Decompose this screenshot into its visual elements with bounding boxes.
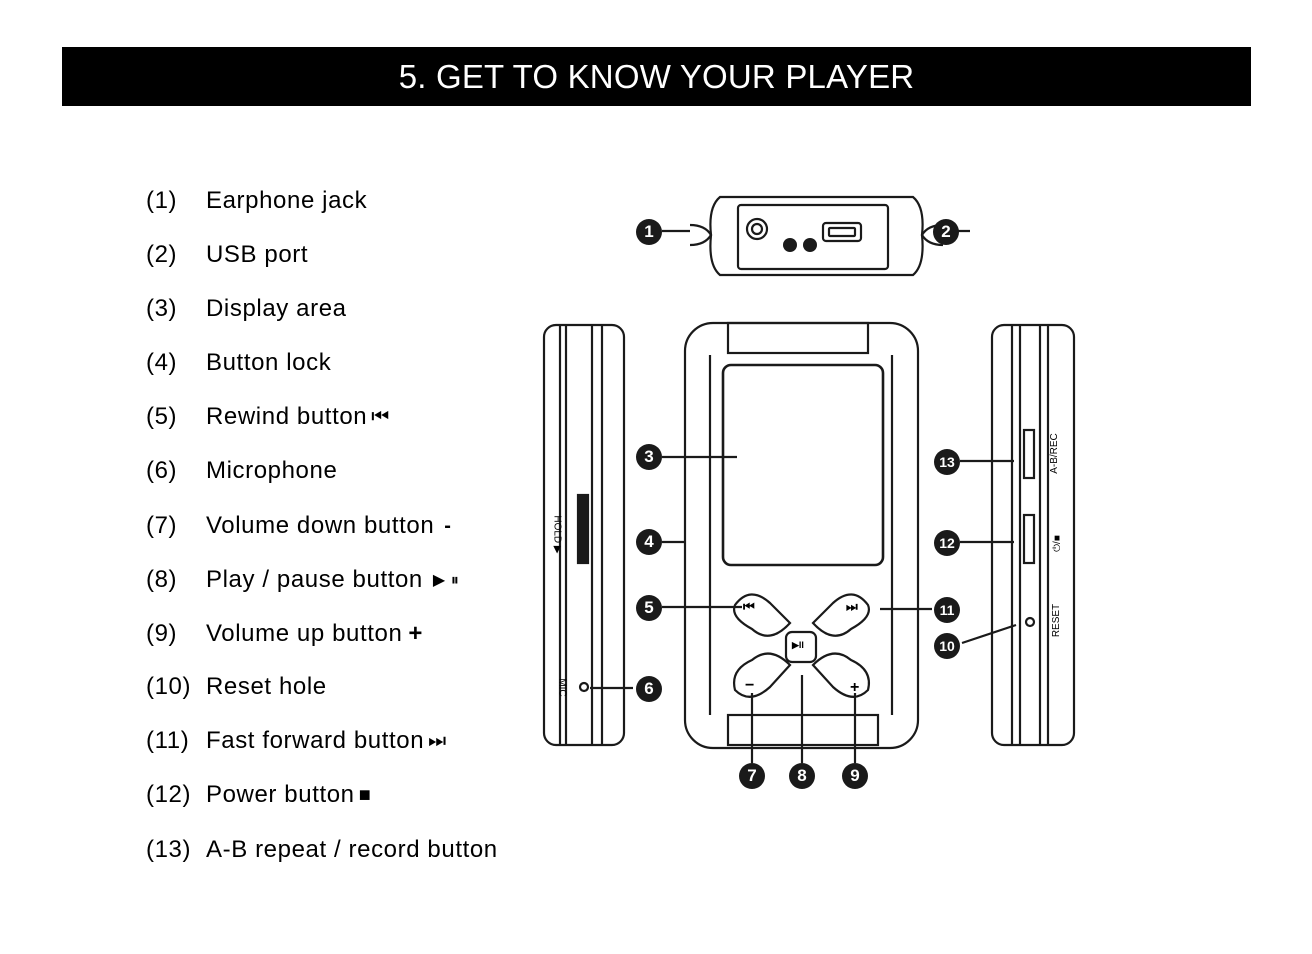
list-item: (7) Volume down button -: [146, 508, 452, 544]
list-item: (13) A-B repeat / record button: [146, 832, 498, 868]
mic-label: MIC: [556, 678, 568, 697]
part-label: USB port: [206, 241, 309, 268]
play-pause-icon: ▶ ⏸: [432, 572, 460, 589]
list-item: (12) Power button ■: [146, 777, 371, 813]
forward-key-icon: ⏭: [846, 599, 858, 614]
list-item: (1) Earphone jack: [146, 183, 367, 219]
plus-icon: +: [408, 620, 424, 647]
part-number: (2): [146, 241, 178, 268]
list-item: (11) Fast forward button ⏭: [146, 723, 447, 759]
player-diagram: ⏮ ⏭ ▶II − + HOLD ▶ MIC A-B/REC ⏻/■ RESET…: [530, 185, 1090, 795]
minus-key-icon: −: [745, 677, 755, 694]
rewind-key-icon: ⏮: [743, 599, 755, 614]
page-title: 5. GET TO KNOW YOUR PLAYER: [398, 57, 915, 95]
callout-8: 8: [789, 763, 815, 789]
part-label: Power button: [206, 781, 355, 808]
part-number: (5): [146, 403, 178, 430]
part-label: Fast forward button: [206, 727, 425, 754]
list-item: (3) Display area: [146, 291, 347, 327]
callout-5: 5: [636, 595, 662, 621]
list-item: (6) Microphone: [146, 453, 337, 489]
list-item: (10) Reset hole: [146, 669, 327, 705]
part-label: Volume up button: [206, 620, 403, 647]
callout-4: 4: [636, 529, 662, 555]
part-number: (7): [146, 512, 178, 539]
part-label: Reset hole: [206, 673, 327, 700]
player-drawing: [542, 195, 1076, 763]
part-label: Display area: [206, 295, 347, 322]
list-item: (9) Volume up button +: [146, 616, 423, 652]
part-number: (1): [146, 187, 178, 214]
part-label: Play / pause button: [206, 566, 423, 593]
part-label: Rewind button: [206, 403, 368, 430]
list-item: (5) Rewind button ⏮: [146, 399, 390, 435]
callout-1: 1: [636, 219, 662, 245]
callout-9: 9: [842, 763, 868, 789]
part-number: (12): [146, 781, 192, 808]
power-label: ⏻/■: [1051, 535, 1063, 552]
page-title-bar: 5. GET TO KNOW YOUR PLAYER: [62, 47, 1251, 106]
part-label: A-B repeat / record button: [206, 836, 498, 863]
fast-forward-icon: ⏭: [428, 729, 447, 752]
ab-rec-label: A-B/REC: [1048, 433, 1060, 474]
rewind-icon: ⏮: [371, 405, 390, 428]
list-item: (2) USB port: [146, 237, 308, 273]
callout-10: 10: [934, 633, 960, 659]
part-label: Microphone: [206, 457, 338, 484]
part-number: (13): [146, 836, 192, 863]
part-label: Button lock: [206, 349, 332, 376]
minus-icon: -: [444, 514, 452, 537]
callout-11: 11: [934, 597, 960, 623]
hold-label: HOLD ▶: [551, 515, 563, 554]
part-number: (4): [146, 349, 178, 376]
part-number: (10): [146, 673, 192, 700]
plus-key-icon: +: [850, 679, 860, 696]
part-label: Earphone jack: [206, 187, 368, 214]
callout-2: 2: [933, 219, 959, 245]
list-item: (8) Play / pause button ▶ ⏸: [146, 562, 459, 598]
part-label: Volume down button: [206, 512, 435, 539]
callout-6: 6: [636, 676, 662, 702]
list-item: (4) Button lock: [146, 345, 331, 381]
callout-12: 12: [934, 530, 960, 556]
part-number: (9): [146, 620, 178, 647]
play-key-icon: ▶II: [792, 640, 804, 650]
callout-7: 7: [739, 763, 765, 789]
part-number: (3): [146, 295, 178, 322]
callout-13: 13: [934, 449, 960, 475]
stop-icon: ■: [358, 783, 372, 806]
part-number: (11): [146, 727, 190, 754]
part-number: (8): [146, 566, 178, 593]
reset-label: RESET: [1051, 603, 1063, 638]
callout-3: 3: [636, 444, 662, 470]
part-number: (6): [146, 457, 178, 484]
